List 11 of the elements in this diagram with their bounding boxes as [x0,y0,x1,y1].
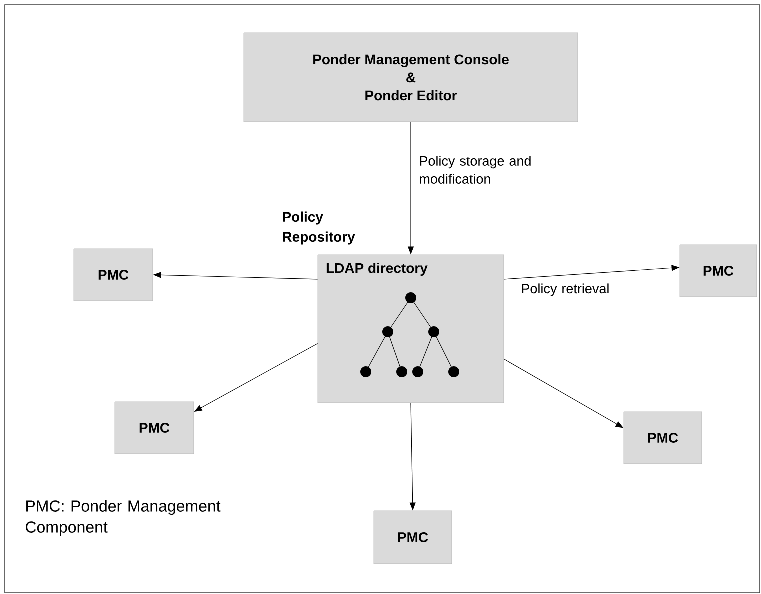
edge-label: Policy storage and modification [420,156,531,184]
legend-note: PMC: Ponder Management Component [26,500,221,536]
component-box: PMC [624,412,702,464]
component-box: PMC [680,244,758,298]
box-caption: Policy Repository [283,212,356,245]
component-box: PMC [114,402,194,454]
component-box: PMC [374,510,452,564]
tool-box: Ponder Management Console & Ponder Editor [244,32,578,122]
component-box: PMC [74,248,154,302]
edge-label: Policy retrieval [522,284,609,296]
directory-box: LDAP directory [318,254,504,404]
